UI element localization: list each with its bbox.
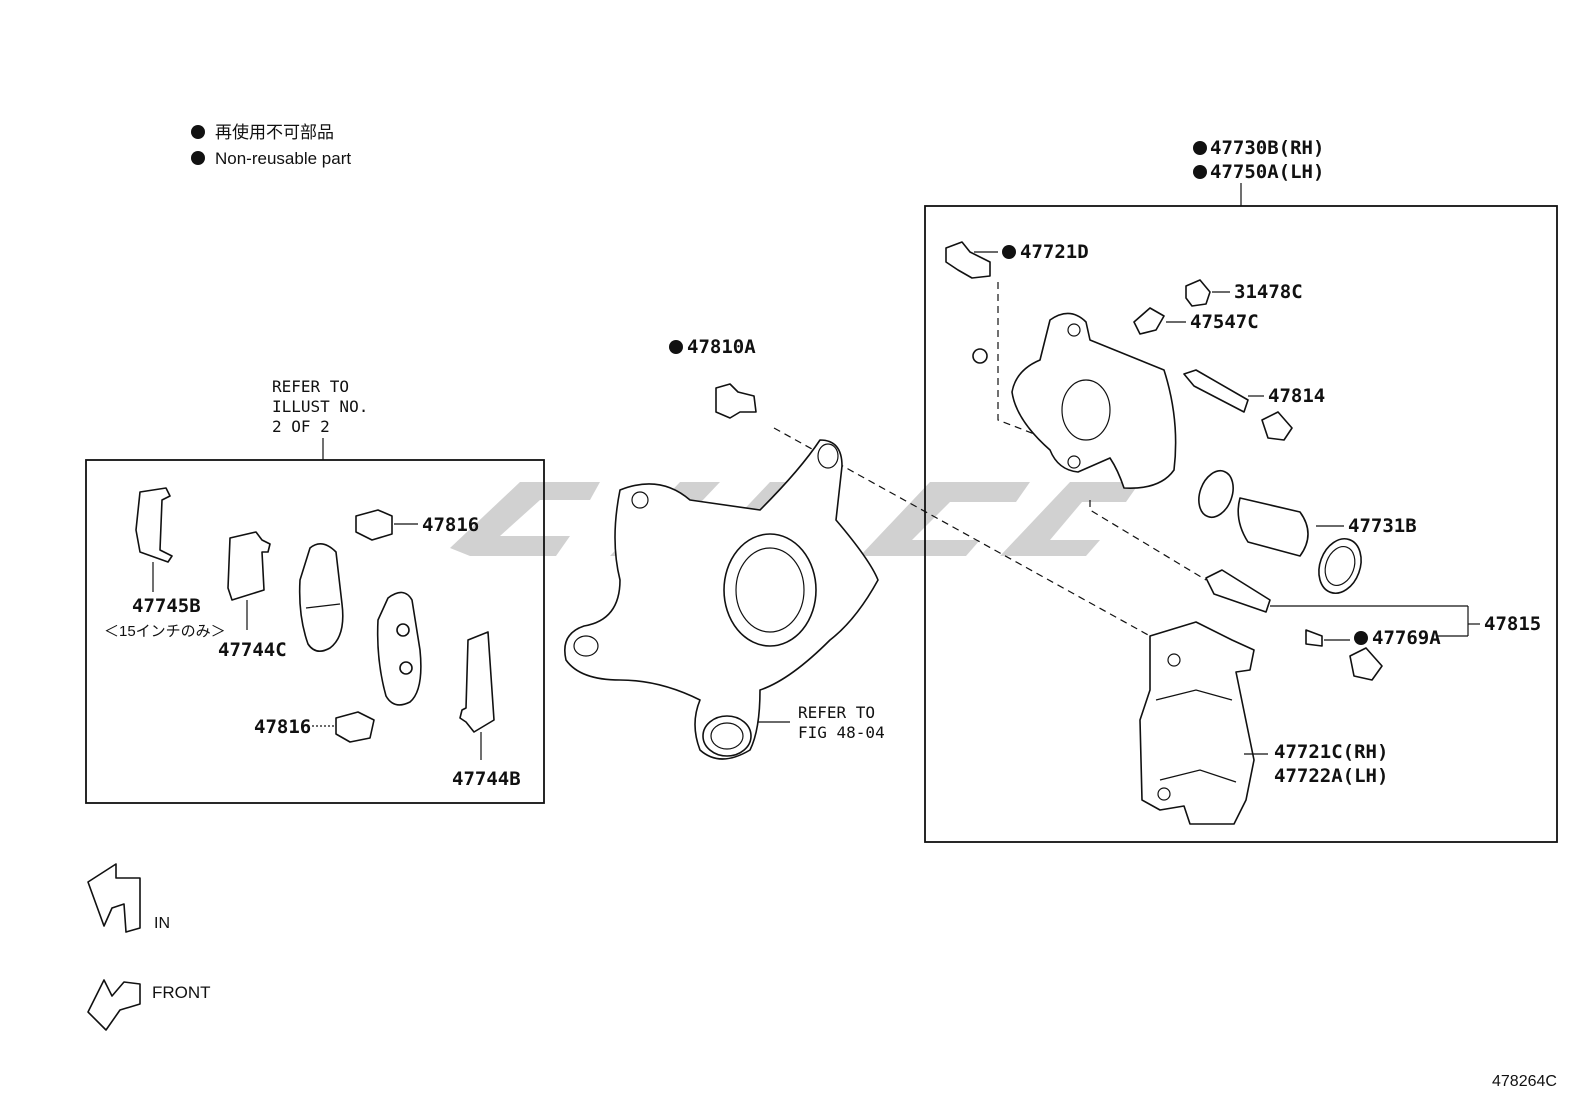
label-47731B: 47731B (1348, 515, 1417, 537)
label-47814: 47814 (1268, 385, 1325, 407)
seal-ring (1198, 469, 1234, 519)
label-47744B: 47744B (452, 768, 521, 790)
label-47745B: 47745B (132, 595, 201, 617)
shim-47744B (459, 631, 495, 733)
shim-47744C (227, 531, 271, 601)
label-47547C: 47547C (1190, 311, 1259, 333)
front-arrow: FRONT (87, 979, 211, 1031)
shim-47745B (135, 487, 173, 563)
label-47815: 47815 (1484, 613, 1541, 635)
label-47816-bottom: 47816 (254, 716, 311, 738)
bleeder-47547C (1133, 307, 1165, 335)
pin-47814 (1183, 369, 1249, 413)
bolt-47810A (715, 383, 757, 419)
boot-seal (1318, 538, 1362, 594)
in-label: IN (154, 915, 170, 932)
in-arrow-icon (87, 863, 141, 933)
legend-jp: 再使用不可部品 (215, 122, 334, 142)
label-47722A: 47722A(LH) (1274, 765, 1388, 787)
caliper-bracket (1139, 621, 1255, 825)
refer-knuckle-2: FIG 48-04 (798, 723, 885, 742)
cap-31478C (1185, 279, 1211, 307)
bullet-icon (1193, 141, 1207, 155)
front-label: FRONT (152, 983, 211, 1002)
piston-47731B (1237, 497, 1309, 557)
brake-pad-inner (298, 543, 344, 652)
refer-line-2: ILLUST NO. (272, 397, 368, 416)
bullet-icon (1354, 631, 1368, 645)
label-47816-top: 47816 (422, 514, 479, 536)
label-47730B: 47730B(RH) (1210, 137, 1324, 159)
note-47745B: ＜15インチのみ＞ (104, 623, 226, 640)
caliper-body (1011, 312, 1177, 489)
label-47750A: 47750A(LH) (1210, 161, 1324, 183)
legend-en: Non-reusable part (215, 149, 351, 168)
clip-47816-bottom (335, 711, 375, 743)
label-47769A: 47769A (1372, 627, 1441, 649)
label-47744C: 47744C (218, 639, 287, 661)
guide-pin (1205, 569, 1271, 613)
guide-pin-small (1305, 629, 1323, 647)
bullet-icon (1002, 245, 1016, 259)
figure-code: 478264C (1492, 1073, 1557, 1090)
label-47721D: 47721D (1020, 241, 1089, 263)
steering-knuckle (564, 439, 879, 760)
caliper-parts: 47721D 31478C 47547C 47814 47731B (945, 241, 1541, 825)
refer-line-1: REFER TO (272, 377, 349, 396)
brake-pad-outer (376, 591, 422, 706)
refer-illust-note: REFER TO ILLUST NO. 2 OF 2 (272, 377, 368, 460)
front-arrow-icon (87, 979, 141, 1031)
boot-47769A (1349, 647, 1383, 681)
label-31478C: 31478C (1234, 281, 1303, 303)
bullet-icon (1193, 165, 1207, 179)
pad-kit-parts: 47745B ＜15インチのみ＞ 47744C 47816 47816 4774… (104, 487, 521, 790)
bullet-icon (669, 340, 683, 354)
clip-47816-top (355, 509, 393, 541)
knuckle-assembly: 47810A REFER TO FIG 48-04 (564, 336, 1151, 760)
refer-knuckle-1: REFER TO (798, 703, 875, 722)
bullet-icon (191, 151, 205, 165)
bolt-47721D (945, 241, 991, 279)
bullet-icon (191, 125, 205, 139)
in-arrow: IN (87, 863, 170, 933)
label-47721C: 47721C(RH) (1274, 741, 1388, 763)
refer-line-3: 2 OF 2 (272, 417, 330, 436)
legend: 再使用不可部品 Non-reusable part (191, 122, 351, 168)
label-47810A: 47810A (687, 336, 756, 358)
boot-47814 (1261, 411, 1293, 441)
pad-kit-box (85, 459, 545, 804)
